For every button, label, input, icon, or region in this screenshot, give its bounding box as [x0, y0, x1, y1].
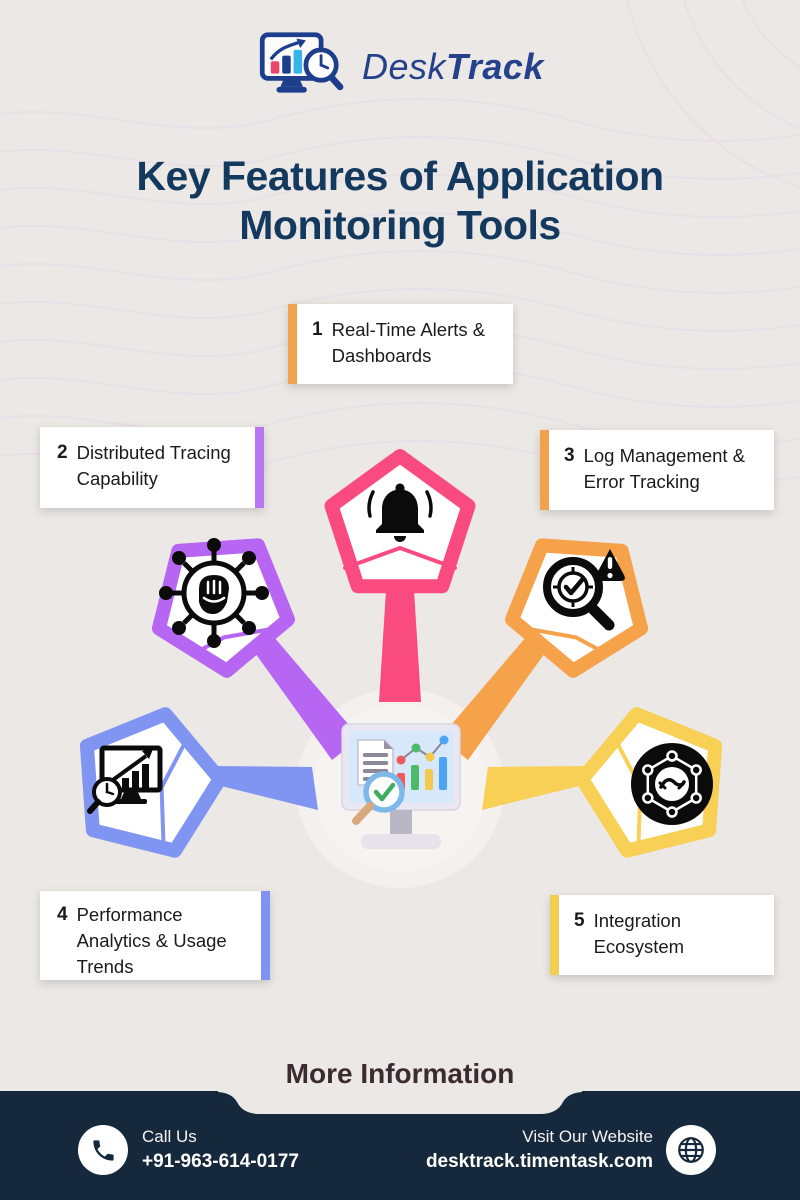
pentagon-distributed-tracing: [151, 538, 295, 678]
monitoring-dashboard-illustration: [341, 723, 461, 849]
website-url[interactable]: desktrack.timentask.com: [425, 1151, 653, 1173]
feature-box-performance-analytics: 4 Performance Analytics & Usage Trends: [40, 891, 270, 980]
pentagon-performance-analytics: [79, 707, 227, 858]
page-title-line2: Monitoring Tools: [239, 202, 561, 249]
feature-number: 1: [312, 319, 323, 340]
feature-label: Performance Analytics & Usage Trends: [76, 904, 227, 977]
call-text-block: Call Us +91-963-614-0177: [142, 1125, 299, 1174]
feature-number: 5: [574, 910, 585, 931]
phone-number[interactable]: +91-963-614-0177: [142, 1151, 299, 1173]
feature-box-integration-ecosystem: 5 Integration Ecosystem: [550, 895, 774, 975]
accent-bar-purple: [255, 427, 264, 508]
brand-name: DeskTrack: [362, 46, 544, 88]
page-title-line1: Key Features of Application: [136, 153, 664, 199]
network-handshake-icon: [631, 743, 713, 825]
feature-box-log-management: 3 Log Management & Error Tracking: [540, 430, 774, 510]
footer-website-section: Visit Our Website desktrack.timentask.co…: [426, 1125, 716, 1175]
feature-label: Integration Ecosystem: [593, 910, 685, 957]
brand-track: Track: [446, 46, 544, 87]
desktrack-logo: DeskTrack: [0, 30, 800, 104]
more-information-heading: More Information: [285, 1058, 515, 1089]
feature-label: Real-Time Alerts & Dashboards: [331, 319, 486, 366]
network-fist-icon: [159, 538, 269, 648]
feature-number: 3: [564, 445, 575, 466]
pentagon-integration-ecosystem: [575, 707, 723, 858]
feature-number: 4: [57, 904, 68, 925]
call-label: Call Us: [142, 1127, 197, 1147]
pentagon-realtime-alerts: [324, 449, 476, 594]
brand-desk: Desk: [362, 46, 447, 87]
desktrack-logo-icon: [259, 32, 344, 93]
feature-box-distributed-tracing: 2 Distributed Tracing Capability: [40, 427, 264, 508]
connector-stems: [209, 590, 591, 810]
magnifier-warning-icon: [543, 549, 625, 631]
feature-box-realtime-alerts: 1 Real-Time Alerts & Dashboards: [288, 304, 513, 384]
pentagon-log-management: [505, 538, 649, 678]
page-title: Key Features of Application Monitoring T…: [0, 152, 800, 250]
chart-growth-magnifier-icon: [87, 745, 163, 814]
feature-label: Log Management & Error Tracking: [583, 445, 746, 492]
bell-icon: [367, 483, 433, 542]
website-text-block: Visit Our Website desktrack.timentask.co…: [426, 1125, 653, 1174]
globe-icon: [666, 1125, 716, 1175]
accent-bar-orange: [288, 304, 297, 384]
accent-bar-orange: [540, 430, 549, 510]
website-label: Visit Our Website: [522, 1127, 653, 1147]
feature-label: Distributed Tracing Capability: [76, 442, 231, 489]
feature-pentagon-diagram: [79, 449, 723, 888]
phone-icon: [78, 1125, 128, 1175]
accent-bar-yellow: [550, 895, 559, 975]
accent-bar-blue: [261, 891, 270, 980]
feature-number: 2: [57, 442, 68, 463]
footer-call-section: Call Us +91-963-614-0177: [78, 1125, 299, 1175]
